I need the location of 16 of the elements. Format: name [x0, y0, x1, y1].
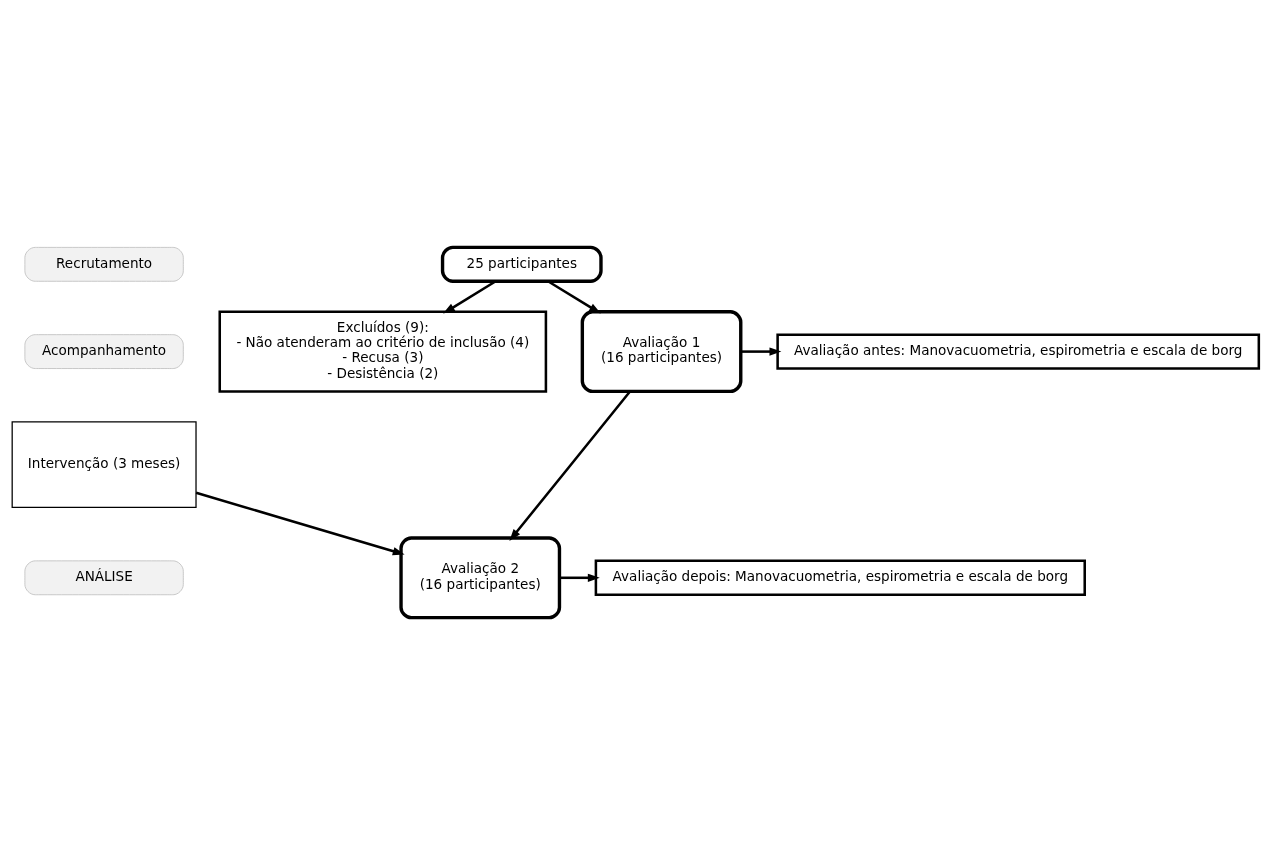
node-box: ANÁLISE: [24, 560, 184, 596]
node-box: Avaliação antes: Manovacuometria, espirometria e escala de borg: [776, 333, 1261, 370]
node-box: Recrutamento: [24, 246, 184, 282]
arrow: [547, 280, 601, 314]
node-box: Avaliação 1 (16 participantes): [580, 310, 743, 394]
arrow: [740, 347, 782, 356]
node-box: Excluídos (9): - Não atenderam ao critério de inclusão (4) - Recusa (3) - Desistência (2): [218, 310, 548, 393]
arrow: [195, 491, 405, 556]
node-box: Avaliação 2 (16 participantes): [399, 536, 562, 620]
node-box: Acompanhamento: [24, 334, 184, 369]
arrow: [443, 280, 496, 314]
arrow: [509, 390, 631, 541]
node-box: Intervenção (3 meses): [11, 421, 197, 509]
node-box: 25 participantes: [440, 245, 603, 283]
arrow: [559, 573, 600, 582]
node-box: Avaliação depois: Manovacuometria, espirometria e escala de borg: [594, 559, 1086, 596]
